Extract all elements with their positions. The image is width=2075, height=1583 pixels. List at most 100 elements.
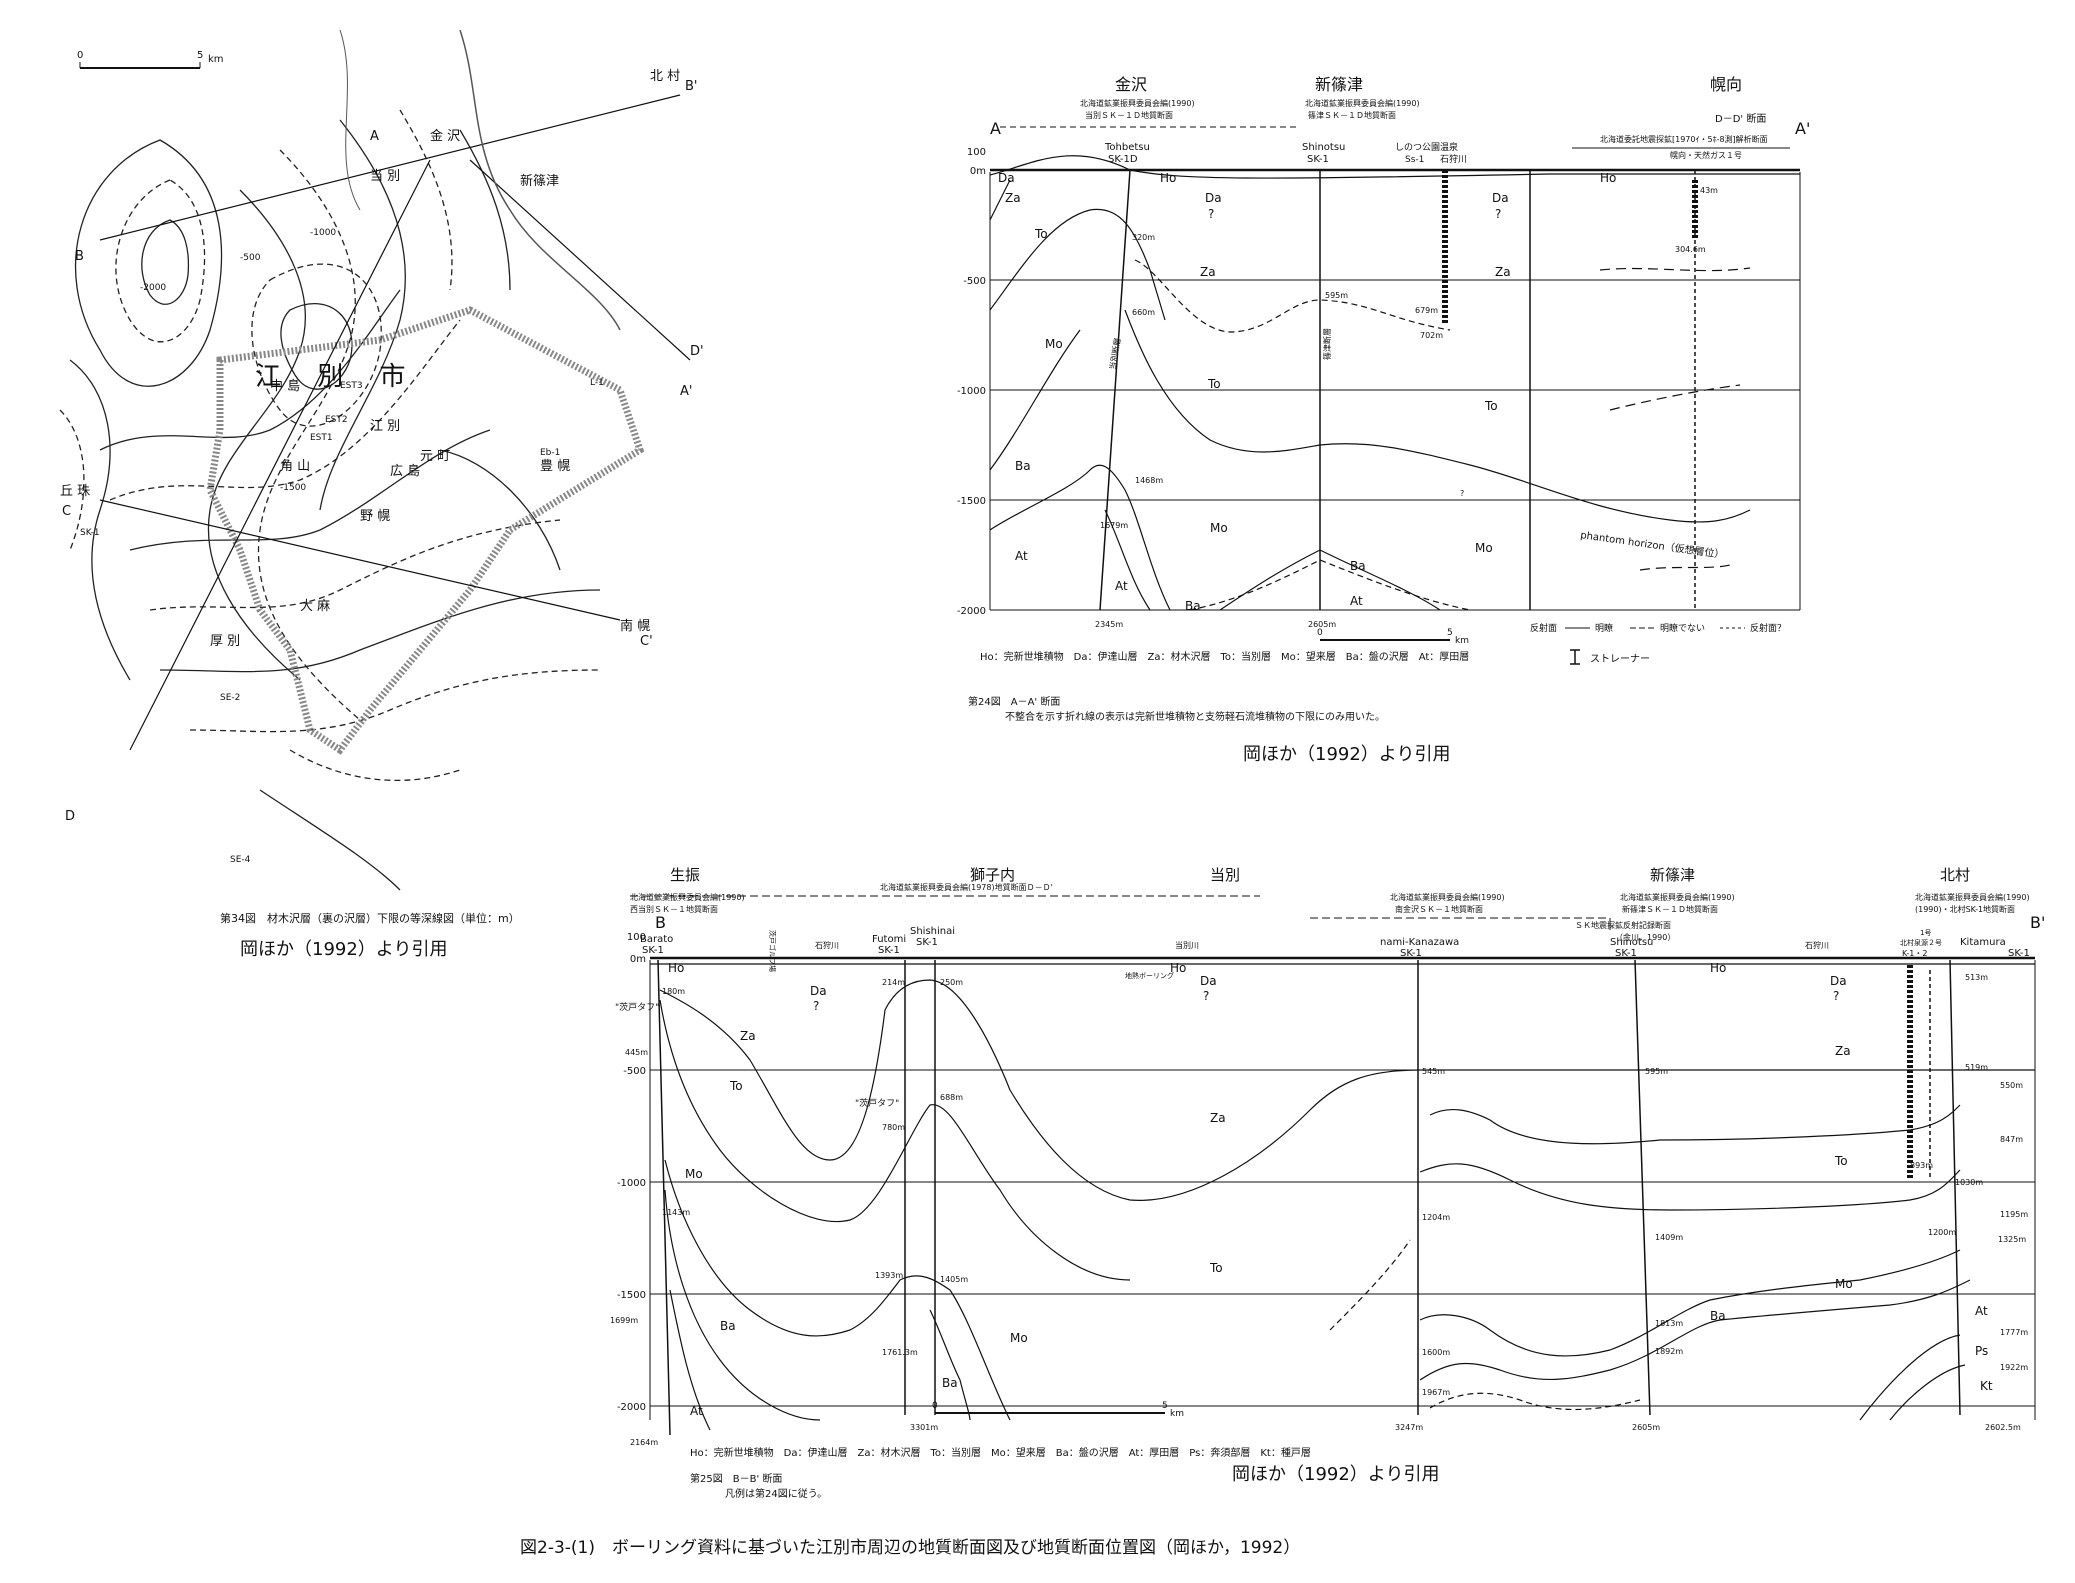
aa-unit-da3: Da bbox=[1492, 191, 1509, 205]
bb-depth-2602: 2602.5m bbox=[1985, 1423, 2021, 1432]
map-well-sk1: SK-1 bbox=[80, 528, 100, 538]
bb-unit-mo1: Mo bbox=[685, 1167, 703, 1181]
map-place-motomachi: 元 町 bbox=[420, 449, 450, 464]
aa-depth-1468: 1468m bbox=[1135, 476, 1163, 485]
bb-caption-title: 第25図 B－B' 断面 bbox=[690, 1472, 782, 1485]
aa-depth-2345: 2345m bbox=[1095, 620, 1123, 629]
map-city-name: 江 別 市 bbox=[255, 362, 420, 392]
bb-depth-2164: 2164m bbox=[630, 1438, 658, 1447]
bb-depth-1600: 1600m bbox=[1422, 1348, 1450, 1357]
aa-tick-100: 100 bbox=[967, 147, 986, 158]
aa-header-shinshinotsu: 新篠津 bbox=[1315, 75, 1363, 94]
aa-unit-mo3: Mo bbox=[1475, 541, 1493, 555]
bb-source-mid: 北海道鉱業振興委員会編(1978)地質断面Ｄ－Ｄ' bbox=[880, 882, 1053, 892]
aa-unit-to1: To bbox=[1034, 227, 1048, 241]
bb-gridlines bbox=[649, 956, 2036, 1420]
section-bb-svg: 生振 獅子内 当別 新篠津 北村 北海道鉱業振興委員会編(1990) 西当別ＳＫ… bbox=[610, 866, 2045, 1500]
bb-depth-1195: 1195m bbox=[2000, 1210, 2028, 1219]
section-bb: 生振 獅子内 当別 新篠津 北村 北海道鉱業振興委員会編(1990) 西当別ＳＫ… bbox=[610, 860, 2050, 1520]
bb-unit-mo3: Mo bbox=[1835, 1277, 1853, 1291]
bb-depth-1699: 1699m bbox=[610, 1316, 638, 1325]
aa-abbrev-legend: Ho：完新世堆積物 Da：伊達山層 Za：材木沢層 To：当別層 Mo：望来層 … bbox=[980, 650, 1469, 663]
aa-unit-at1: At bbox=[1015, 549, 1028, 563]
bb-well-kitamura-id: SK-1 bbox=[2008, 948, 2030, 959]
bb-depth-893: 893m bbox=[1910, 1161, 1933, 1170]
map-place-ooasa: 大 麻 bbox=[300, 599, 330, 614]
aa-source-right-title: D－D' 断面 bbox=[1715, 112, 1766, 125]
bb-well-kanazawa-name: nami-Kanazawa bbox=[1380, 937, 1459, 948]
aa-unit-mo1: Mo bbox=[1045, 337, 1063, 351]
aa-unit-ba1: Ba bbox=[1015, 459, 1031, 473]
bb-river-3: 石狩川 bbox=[1805, 940, 1829, 950]
aa-quote: 岡ほか（1992）より引用 bbox=[1243, 744, 1451, 765]
map-marker-d: D bbox=[65, 809, 75, 824]
map-place-ebetsu: 江 別 bbox=[370, 419, 400, 434]
bb-boring-label: 地熱ボーリング bbox=[1125, 971, 1174, 980]
aa-legend-clear: 明瞭 bbox=[1595, 622, 1613, 634]
bb-tuff-label-1: "茨戸タフ" bbox=[615, 1001, 659, 1013]
bb-well-shishinai-id: SK-1 bbox=[916, 937, 938, 948]
aa-well-shinotsu-name: Shinotsu bbox=[1302, 142, 1345, 153]
aa-header-kanazawa: 金沢 bbox=[1115, 75, 1147, 94]
bb-well-kitamura-name: Kitamura bbox=[1960, 937, 2006, 948]
map-scale-bar: 0 5 km bbox=[77, 50, 224, 69]
aa-well-tohbetsu bbox=[1099, 169, 1131, 611]
map-scale-unit: km bbox=[208, 54, 224, 65]
bb-unit-za3: Za bbox=[1835, 1044, 1851, 1058]
bb-unit-q1: ? bbox=[813, 999, 819, 1013]
bb-depth-2605: 2605m bbox=[1632, 1423, 1660, 1432]
contour-map-svg: 0 5 km 北 村 金 沢 bbox=[59, 29, 704, 925]
bb-well-kitamura-note: 北村泉源２号 bbox=[1900, 938, 1942, 947]
contour-lines bbox=[59, 109, 601, 891]
map-contour-1000: -1000 bbox=[310, 228, 336, 238]
aa-depth-2605: 2605m bbox=[1308, 620, 1336, 629]
bb-depth-1405: 1405m bbox=[940, 1275, 968, 1284]
map-contour-500: -500 bbox=[240, 253, 261, 263]
bb-well-kitamura-note2: 1号 bbox=[1920, 929, 1931, 937]
bb-well-shinotsu-id: SK-1 bbox=[1615, 948, 1637, 959]
bb-depth-3301: 3301m bbox=[910, 1423, 938, 1432]
bb-depth-250: 250m bbox=[940, 978, 963, 987]
bb-abbrev-legend: Ho：完新世堆積物 Da：伊達山層 Za：材木沢層 To：当別層 Mo：望来層 … bbox=[690, 1446, 1311, 1459]
bb-unit-q3: ? bbox=[1833, 989, 1839, 1003]
aa-scale-unit: km bbox=[1455, 636, 1469, 646]
aa-caption-title: 第24図 A－A' 断面 bbox=[968, 695, 1060, 708]
figure-caption: 図2-3-(1) ボーリング資料に基づいた江別市周辺の地質断面図及び地質断面位置… bbox=[520, 1538, 1301, 1558]
bb-depth-1761: 1761.3m bbox=[882, 1348, 918, 1357]
section-aa-svg: 金沢 新篠津 幌向 北海道鉱業振興委員会編(1990) 当別ＳＫ－１Ｄ地質断面 … bbox=[957, 75, 1810, 723]
bb-unit-ho3: Ho bbox=[1710, 961, 1726, 975]
map-place-hiroshima: 広 島 bbox=[390, 464, 420, 479]
map-well-se4: SE-4 bbox=[230, 855, 251, 865]
bb-depth-1892: 1892m bbox=[1655, 1347, 1683, 1356]
bb-unit-za2: Za bbox=[1210, 1111, 1226, 1125]
map-scale-zero: 0 bbox=[77, 50, 83, 61]
map-place-nopporo: 野 幌 bbox=[360, 508, 390, 524]
bb-unit-da3: Da bbox=[1830, 974, 1847, 988]
aa-source-right2: 幌向・天然ガス１号 bbox=[1670, 150, 1742, 160]
bb-depth-1030: 1030m bbox=[1955, 1178, 1983, 1187]
bb-source-right2: 新篠津ＳＫ－１Ｄ地質断面 bbox=[1622, 904, 1718, 914]
aa-well-tohbetsu-id: SK-1D bbox=[1108, 154, 1138, 165]
bb-source-right1: 北海道鉱業振興委員会編(1990) bbox=[1620, 892, 1735, 902]
bb-quote: 岡ほか（1992）より引用 bbox=[1232, 1464, 1440, 1485]
map-place-kitamura: 北 村 bbox=[650, 69, 680, 84]
bb-end-b-prime: B' bbox=[2030, 913, 2045, 932]
bb-depth-1204: 1204m bbox=[1422, 1213, 1450, 1222]
river-ishikari bbox=[459, 29, 621, 331]
aa-fault-label: 当別断層 bbox=[1107, 337, 1122, 370]
map-well-l1: L-1 bbox=[590, 378, 604, 388]
bb-river-2: 当別川 bbox=[1175, 940, 1199, 950]
bb-header-kitamura: 北村 bbox=[1940, 866, 1970, 884]
map-well-se2: SE-2 bbox=[220, 693, 240, 703]
bb-caption-note: 凡例は第24図に従う。 bbox=[725, 1487, 827, 1500]
aa-header-horomui: 幌向 bbox=[1710, 75, 1742, 94]
aa-well-onsen-name: しのつ公園温泉 bbox=[1395, 141, 1458, 153]
bb-header-tobetsu: 当別 bbox=[1210, 866, 1240, 884]
aa-unit-za2: Za bbox=[1200, 265, 1216, 279]
bb-scale: 0 5 km bbox=[932, 1401, 1184, 1419]
contour-map: 0 5 km 北 村 金 沢 bbox=[40, 29, 740, 950]
aa-unit-q2: ? bbox=[1495, 207, 1501, 221]
bb-header-ikushunbetsu: 生振 bbox=[670, 866, 700, 884]
map-scale-five: 5 bbox=[197, 50, 203, 61]
map-caption: 第34図 材木沢層（裏の沢層）下限の等深線図（単位：m） bbox=[220, 911, 520, 925]
